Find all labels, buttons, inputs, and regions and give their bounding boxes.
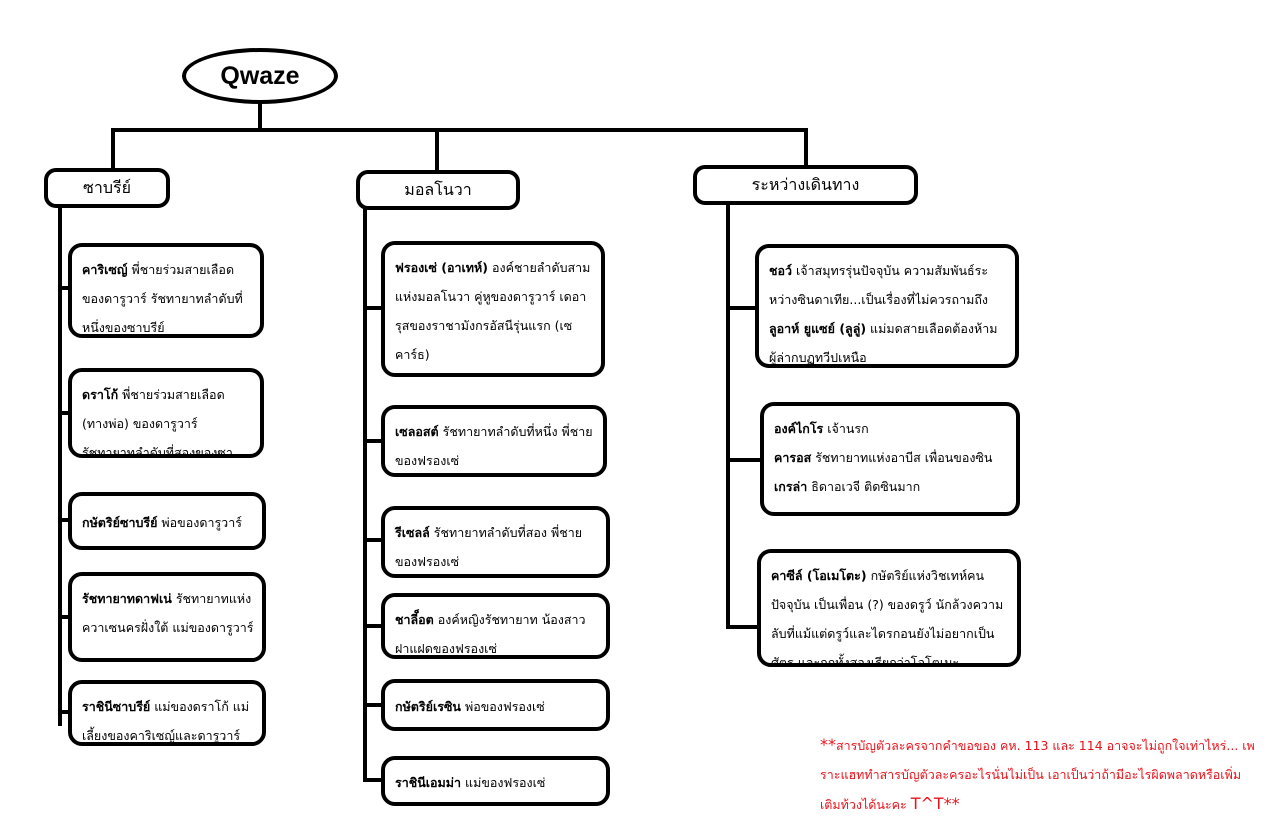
header-traveling: ระหว่างเดินทาง — [693, 165, 918, 205]
character-name: องค์ไกโร — [774, 421, 824, 436]
character-name: ลูอาห์ ยูแซย์ (ลูลู่) — [769, 321, 867, 336]
character-name: รีเซลล์ — [395, 525, 430, 540]
character-card: คาริเซญ์ พี่ชายร่วมสายเลือดของดารูวาร์ ร… — [68, 243, 264, 338]
header-label: ซาบรีย์ — [83, 177, 131, 197]
character-card: เซลอสต์ รัชทายาทลำดับที่หนึ่ง พี่ชายของฟ… — [381, 405, 607, 477]
header-label: ระหว่างเดินทาง — [751, 174, 860, 194]
character-desc: รัชทายาทลำดับที่สอง พี่ชายของฟรองเซ่ — [395, 525, 583, 569]
note-prefix: ** — [820, 735, 836, 754]
character-card: ชาลี็อต องค์หญิงรัชทายาท น้องสาวฝาแฝดของ… — [381, 593, 610, 659]
character-card: ชอว์ เจ้าสมุทรรุ่นปัจจุบัน ความสัมพันธ์ร… — [755, 244, 1019, 368]
header-sabrie: ซาบรีย์ — [44, 168, 170, 208]
character-desc: เจ้าสมุทรรุ่นปัจจุบัน ความสัมพันธ์ระหว่า… — [769, 263, 989, 307]
root-title: Qwaze — [220, 61, 300, 90]
character-desc: รัชทายาทแห่งควาเซนครฝั่งใต้ แม่ของดารูวา… — [82, 591, 254, 635]
character-name: คาริเซญ์ — [82, 262, 128, 277]
character-card: ดราโก้ พี่ชายร่วมสายเลือด (ทางพ่อ) ของดา… — [68, 368, 264, 458]
character-card: ราชินีเอมม่า แม่ของฟรองเซ่ — [381, 756, 610, 806]
character-name: ราชินีเอมม่า — [395, 774, 462, 790]
character-desc: พี่ชายร่วมสายเลือด (ทางพ่อ) ของดารูวาร์ … — [82, 387, 233, 458]
character-name: กษัตริย์เรซิน — [395, 698, 461, 714]
character-desc: แม่ของดราโก้ แม่เลี้ยงของคาริเซญ์และดารู… — [82, 699, 250, 743]
character-name: รัชทายาทดาฟเน่ — [82, 591, 172, 606]
character-name: คาซีล์ (โอเมโตะ) — [771, 568, 867, 583]
character-desc: พ่อของดารูวาร์ — [157, 514, 242, 530]
character-name: ชาลี็อต — [395, 612, 434, 627]
author-note: **สารบัญตัวละครจากคำขอของ คห. 113 และ 11… — [820, 730, 1260, 819]
note-emote: T^T** — [910, 794, 960, 813]
header-molnova: มอลโนวา — [356, 170, 520, 210]
character-name: ฟรองเซ่ (อาเทห์) — [395, 260, 488, 275]
character-desc: แม่มดสายเลือดต้องห้าม ผู้ล่ากบฏทวีปเหนือ — [769, 321, 998, 365]
character-name: กษัตริย์ซาบรีย์ — [82, 514, 158, 530]
note-text: สารบัญตัวละครจากคำขอของ คห. 113 และ 114 … — [820, 738, 1255, 812]
character-desc: กษัตริย์แห่งวิชเทห์คนปัจจุบัน เป็นเพื่อน… — [771, 568, 1004, 667]
character-card: กษัตริย์เรซิน พ่อของฟรองเซ่ — [381, 679, 610, 731]
character-name: เซลอสต์ — [395, 424, 439, 439]
character-card: กษัตริย์ซาบรีย์ พ่อของดารูวาร์ — [68, 492, 266, 550]
character-card: องค์ไกโร เจ้านรก คารอส รัชทายาทแห่งอาบีส… — [760, 402, 1020, 516]
character-card: คาซีล์ (โอเมโตะ) กษัตริย์แห่งวิชเทห์คนปั… — [757, 549, 1021, 667]
character-desc: องค์หญิงรัชทายาท น้องสาวฝาแฝดของฟรองเซ่ — [395, 612, 586, 656]
character-card: ฟรองเซ่ (อาเทห์) องค์ชายลำดับสามแห่งมอลโ… — [381, 241, 605, 377]
character-name: ชอว์ — [769, 263, 793, 278]
header-label: มอลโนวา — [404, 179, 472, 199]
character-name: ดราโก้ — [82, 387, 119, 402]
character-card: ราชินีซาบรีย์ แม่ของดราโก้ แม่เลี้ยงของค… — [68, 680, 266, 746]
character-desc: องค์ชายลำดับสามแห่งมอลโนวา คู่หูของดารูว… — [395, 260, 591, 362]
character-desc: รัชทายาทลำดับที่หนึ่ง พี่ชายของฟรองเซ่ — [395, 424, 593, 468]
character-desc: แม่ของฟรองเซ่ — [461, 774, 546, 790]
character-desc: พ่อของฟรองเซ่ — [460, 698, 545, 714]
character-desc: ธิดาอเวจี ติดซินมาก — [807, 479, 921, 494]
character-name: เกรล่า — [774, 479, 808, 494]
character-card: รีเซลล์ รัชทายาทลำดับที่สอง พี่ชายของฟรอ… — [381, 506, 610, 578]
character-desc: รัชทายาทแห่งอาบีส เพื่อนของซิน — [811, 450, 993, 465]
root-node: Qwaze — [182, 48, 338, 104]
character-desc: พี่ชายร่วมสายเลือดของดารูวาร์ รัชทายาทลำ… — [82, 262, 243, 335]
character-name: คารอส — [774, 450, 812, 465]
character-desc: เจ้านรก — [823, 421, 869, 436]
character-card: รัชทายาทดาฟเน่ รัชทายาทแห่งควาเซนครฝั่งใ… — [68, 572, 266, 662]
character-name: ราชินีซาบรีย์ — [82, 699, 151, 714]
